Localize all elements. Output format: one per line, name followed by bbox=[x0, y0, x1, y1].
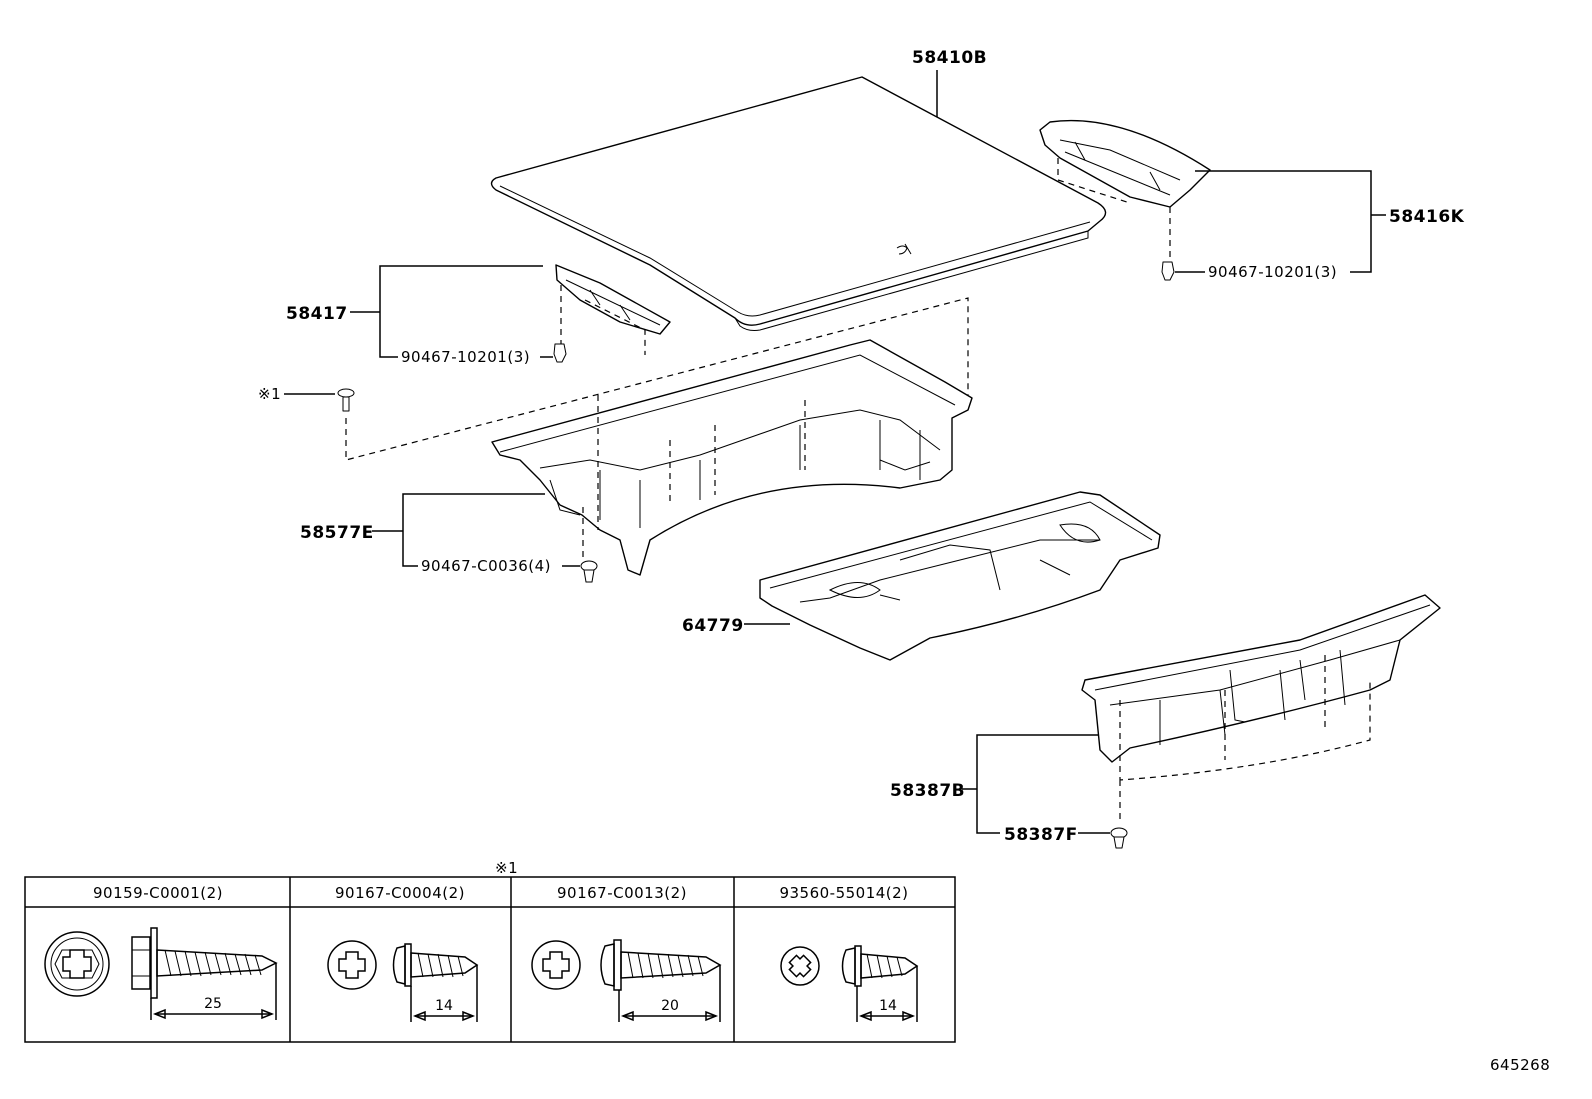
table-col-1-part: 90159-C0001(2) bbox=[93, 884, 223, 902]
table-col-4-part: 93560-55014(2) bbox=[779, 884, 908, 902]
label-58417-clip: 90467-10201(3) bbox=[401, 348, 530, 366]
part-58417-side-trim[interactable] bbox=[555, 264, 671, 335]
screw-90159-C0001-icon bbox=[44, 927, 278, 1020]
label-note-ref: ※1 bbox=[258, 385, 281, 403]
table-note: ※1 bbox=[495, 859, 518, 877]
table-col-4-length: 14 bbox=[879, 998, 897, 1014]
label-64779: 64779 bbox=[682, 616, 744, 636]
clip-58387F[interactable] bbox=[1110, 827, 1128, 849]
label-58416K: 58416K bbox=[1389, 207, 1465, 227]
screw-note1[interactable] bbox=[337, 388, 355, 412]
part-64779-tool-tray[interactable] bbox=[759, 491, 1161, 661]
label-58387F: 58387F bbox=[1004, 825, 1078, 845]
label-58417: 58417 bbox=[286, 304, 348, 324]
clip-90467-10201-left[interactable] bbox=[553, 343, 567, 363]
fastener-table bbox=[24, 876, 956, 1043]
label-58410B: 58410B bbox=[912, 48, 987, 68]
figure-id: 645268 bbox=[1490, 1056, 1550, 1074]
part-58387B-sill-plate[interactable] bbox=[1081, 594, 1441, 763]
table-col-1-length: 25 bbox=[204, 996, 222, 1012]
screw-90167-C0004-icon bbox=[327, 940, 479, 1022]
screw-93560-55014-icon bbox=[780, 945, 919, 1022]
screw-90167-C0013-icon bbox=[531, 939, 722, 1022]
label-58387B: 58387B bbox=[890, 781, 965, 801]
part-58410B-deck-board[interactable] bbox=[490, 76, 1107, 331]
part-58577E-luggage-tray[interactable] bbox=[491, 339, 973, 576]
table-col-3-length: 20 bbox=[661, 998, 679, 1014]
table-col-2-part: 90167-C0004(2) bbox=[335, 884, 465, 902]
label-58577E: 58577E bbox=[300, 523, 374, 543]
clip-90467-10201-right[interactable] bbox=[1161, 261, 1175, 281]
table-col-2-length: 14 bbox=[435, 998, 453, 1014]
label-58577E-clip: 90467-C0036(4) bbox=[421, 557, 551, 575]
table-col-3-part: 90167-C0013(2) bbox=[557, 884, 687, 902]
label-58416K-clip: 90467-10201(3) bbox=[1208, 263, 1337, 281]
clip-90467-C0036[interactable] bbox=[580, 560, 598, 583]
part-58416K-side-trim[interactable] bbox=[1039, 119, 1211, 208]
